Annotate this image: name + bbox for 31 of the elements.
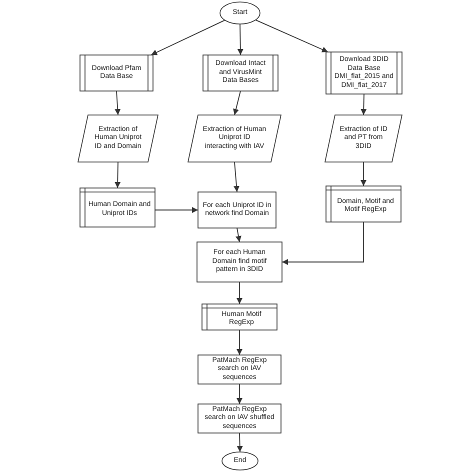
- predefined-process-box: [326, 52, 402, 94]
- process-box: [198, 404, 281, 433]
- arrow: [236, 228, 242, 242]
- data-parallelogram: [78, 115, 158, 162]
- arrow: [233, 90, 241, 116]
- arrow: [114, 90, 121, 116]
- stored-data-box: [202, 304, 277, 330]
- arrow: [360, 162, 366, 186]
- arrow: [154, 207, 198, 213]
- arrow: [236, 432, 243, 452]
- stored-data-box: [80, 188, 155, 227]
- arrow: [237, 24, 244, 56]
- arrow: [150, 20, 226, 56]
- terminal-ellipse: [222, 452, 258, 470]
- data-parallelogram: [325, 115, 402, 162]
- predefined-process-box: [203, 55, 278, 91]
- arrow: [255, 19, 328, 52]
- process-box: [197, 242, 282, 282]
- predefined-process-box: [80, 55, 153, 91]
- arrow: [282, 222, 364, 265]
- arrow: [236, 384, 242, 404]
- terminal-ellipse: [220, 2, 260, 24]
- stored-data-box: [326, 186, 401, 222]
- process-box: [198, 192, 276, 228]
- arrow: [236, 330, 242, 356]
- data-parallelogram: [188, 115, 281, 162]
- arrow: [360, 94, 367, 116]
- process-box: [198, 355, 281, 384]
- arrow: [234, 162, 240, 192]
- arrow: [236, 282, 242, 304]
- arrow: [114, 162, 121, 188]
